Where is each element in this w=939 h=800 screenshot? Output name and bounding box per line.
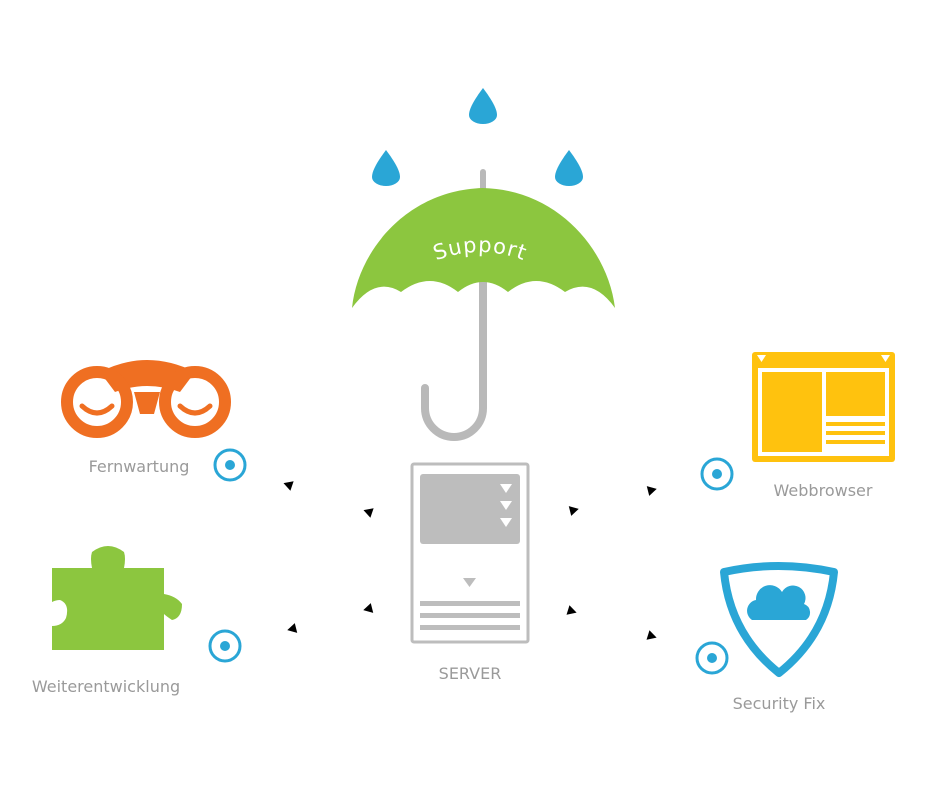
server-button: [463, 578, 476, 587]
server-slot: [420, 601, 520, 606]
connector-nodes: [208, 448, 734, 675]
arrow-marker: [283, 481, 294, 491]
raindrops: [372, 88, 583, 186]
server-indicator: [500, 501, 512, 510]
browser-window-icon: [752, 352, 895, 462]
browser-corner: [881, 355, 890, 362]
browser-column: [762, 372, 822, 452]
server-label: SERVER: [439, 664, 502, 683]
fernwartung-label: Fernwartung: [89, 457, 190, 476]
raindrop-icon: [555, 150, 583, 186]
binoculars-center: [134, 392, 160, 414]
puzzle-piece: [52, 546, 182, 650]
server-slot: [420, 625, 520, 630]
arrow-marker: [363, 508, 374, 518]
browser-line: [826, 440, 885, 444]
server-indicator: [500, 518, 512, 527]
node-security: [695, 641, 729, 675]
connector-fernwartung: [245, 470, 412, 527]
arrow-marker: [646, 486, 657, 496]
umbrella-handle: [421, 278, 487, 441]
browser-corner: [757, 355, 766, 362]
server-icon: [410, 462, 530, 644]
webbrowser-label: Webbrowser: [774, 481, 873, 500]
binoculars-glint: [177, 403, 213, 416]
weiterentwicklung-label: Weiterentwicklung: [32, 677, 180, 696]
browser-line: [826, 431, 885, 435]
raindrop-icon: [372, 150, 400, 186]
browser-line: [826, 422, 885, 426]
shield-cloud-icon: [720, 562, 838, 677]
node-fernwartung: [213, 448, 247, 482]
binoculars-icon: [61, 360, 231, 438]
connector-arrows: [283, 481, 657, 640]
browser-column: [826, 372, 885, 416]
umbrella-icon: Support: [352, 169, 615, 441]
cloud-icon: [747, 585, 811, 620]
umbrella-canopy: [352, 188, 615, 308]
security-label: Security Fix: [733, 694, 826, 713]
server-panel: [420, 474, 520, 544]
arrow-marker: [287, 623, 298, 633]
arrow-marker: [646, 630, 657, 640]
connector-weiterentwicklung: [240, 598, 412, 642]
connector-webbrowser: [528, 478, 700, 522]
arrow-marker: [568, 506, 579, 516]
server-indicator: [500, 484, 512, 493]
arrow-marker: [363, 603, 374, 613]
connector-security: [528, 598, 700, 652]
server-slot: [420, 613, 520, 618]
binoculars-lens-left: [61, 366, 133, 438]
raindrop-icon: [469, 88, 497, 124]
binoculars-glint: [79, 403, 115, 416]
node-webbrowser: [700, 457, 734, 491]
node-weiterentwicklung: [208, 629, 242, 663]
binoculars-lens-right: [159, 366, 231, 438]
arrow-marker: [566, 605, 577, 615]
puzzle-icon: [52, 546, 182, 650]
